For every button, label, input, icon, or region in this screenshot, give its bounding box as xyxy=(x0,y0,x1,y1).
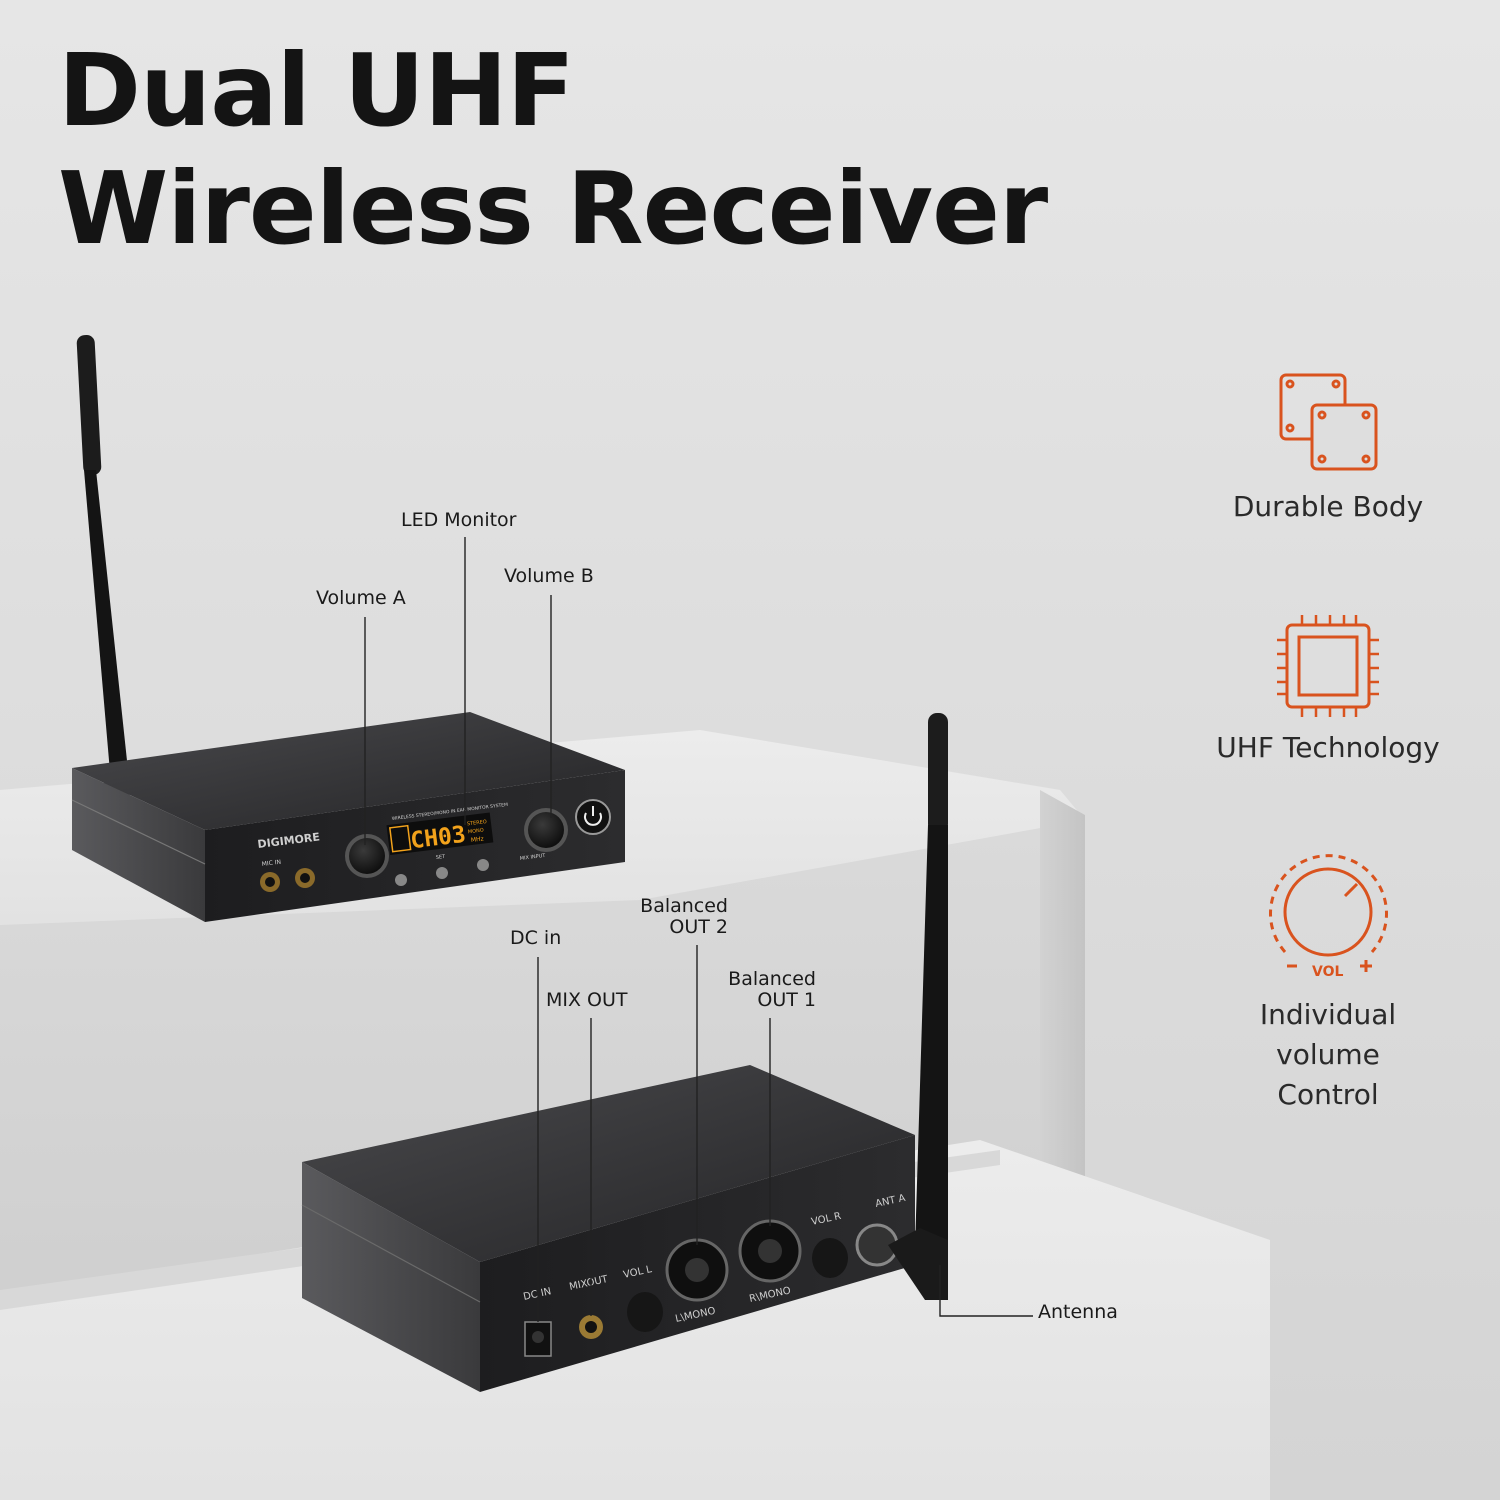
callout-balanced-out-1-line-1: Balanced xyxy=(728,968,816,990)
volume-b-knob[interactable] xyxy=(528,812,564,848)
durable-body-icon xyxy=(1279,373,1378,471)
feature-label-volume-control-line-1: Individual xyxy=(1259,998,1397,1031)
callout-led-monitor: LED Monitor xyxy=(401,509,517,531)
power-button[interactable] xyxy=(575,799,611,835)
volume-knob-icon: VOL xyxy=(1269,854,1388,980)
callout-lines xyxy=(364,537,1033,1322)
display-unit: MHz xyxy=(471,836,485,845)
vol-r-knob[interactable] xyxy=(812,1238,848,1278)
callout-balanced-out-1-line-2: OUT 1 xyxy=(757,989,816,1011)
front-antenna xyxy=(76,335,134,795)
callout-mix-out: MIX OUT xyxy=(546,989,628,1011)
headline: Dual UHF Wireless Receiver xyxy=(58,32,1048,268)
callout-balanced-out-2-line-2: OUT 2 xyxy=(669,916,728,938)
headline-line-2: Wireless Receiver xyxy=(58,150,1048,267)
chip-icon xyxy=(1277,615,1379,717)
callout-balanced-out-1: Balanced OUT 1 xyxy=(708,969,816,1011)
callout-balanced-out-2: Balanced OUT 2 xyxy=(620,896,728,938)
feature-label-volume-control-line-3: Control xyxy=(1277,1078,1379,1111)
feature-label-uhf-technology: UHF Technology xyxy=(1216,731,1440,764)
display-mode-stereo: STEREO xyxy=(467,819,488,827)
callout-balanced-out-2-line-1: Balanced xyxy=(640,895,728,917)
feature-label-durable-body: Durable Body xyxy=(1232,490,1424,523)
feature-label-volume-control: Individual volume Control xyxy=(1168,995,1488,1115)
front-button-set[interactable] xyxy=(436,867,448,879)
device-label-mic-in: MIC IN xyxy=(261,859,281,868)
vol-l-knob[interactable] xyxy=(627,1292,663,1332)
front-receiver: DIGIMORE WIRELESS STEREO/MONO IN EAR MON… xyxy=(71,335,625,922)
front-button-right[interactable] xyxy=(477,859,489,871)
device-label-set: SET xyxy=(436,854,447,861)
feature-label-volume-control-line-2: volume xyxy=(1276,1038,1380,1071)
device-label-mix-input: MIX INPUT xyxy=(520,853,547,862)
callout-volume-b: Volume B xyxy=(504,565,594,587)
headline-line-1: Dual UHF xyxy=(58,32,575,149)
callout-dc-in: DC in xyxy=(510,927,562,949)
front-button-left[interactable] xyxy=(395,874,407,886)
callout-volume-a: Volume A xyxy=(316,587,406,609)
vol-icon-text: VOL xyxy=(1312,964,1343,980)
display-mode-mono: MONO xyxy=(468,827,485,835)
volume-a-knob[interactable] xyxy=(349,838,385,874)
rear-antenna[interactable] xyxy=(888,713,948,1300)
callout-antenna: Antenna xyxy=(1038,1301,1118,1323)
rear-receiver: DC IN MIXOUT VOL L L\MONO R\MONO VOL R A… xyxy=(301,1065,915,1392)
